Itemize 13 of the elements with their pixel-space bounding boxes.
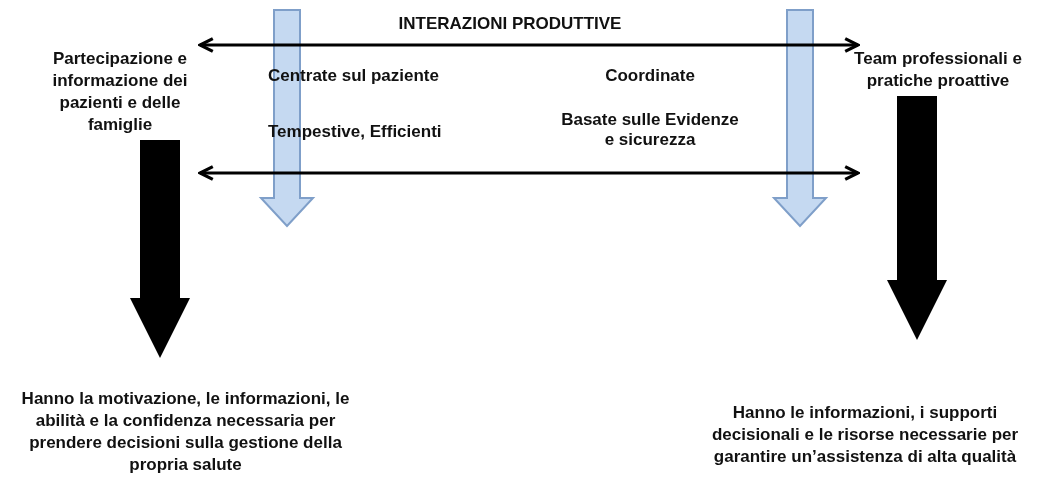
arrow <box>198 165 860 181</box>
interaction-label: Coordinate <box>604 66 696 86</box>
node-text: Hanno le informazioni, i supporti decisionali e le risorse necessarie per garantire un’assistenza di alta qualità <box>710 402 1020 468</box>
title: INTERAZIONI PRODUTTIVE <box>397 14 623 34</box>
node-text: Hanno la motivazione, le informazioni, le abilità e la confidenza necessaria per prendere decisioni sulla gestione della propria salute <box>20 388 351 476</box>
node-text: Partecipazione e informazione dei pazienti e delle famiglie <box>51 48 189 136</box>
node-text: Team professionali e pratiche proattive <box>853 48 1023 92</box>
arrow <box>198 37 860 53</box>
block-arrow <box>887 96 947 340</box>
interaction-label: Centrate sul paziente <box>268 66 440 86</box>
interaction-label: Basate sulle Evidenze e sicurezza <box>560 110 740 150</box>
block-arrow <box>130 140 190 358</box>
interaction-label: Tempestive, Efficienti <box>268 122 443 142</box>
